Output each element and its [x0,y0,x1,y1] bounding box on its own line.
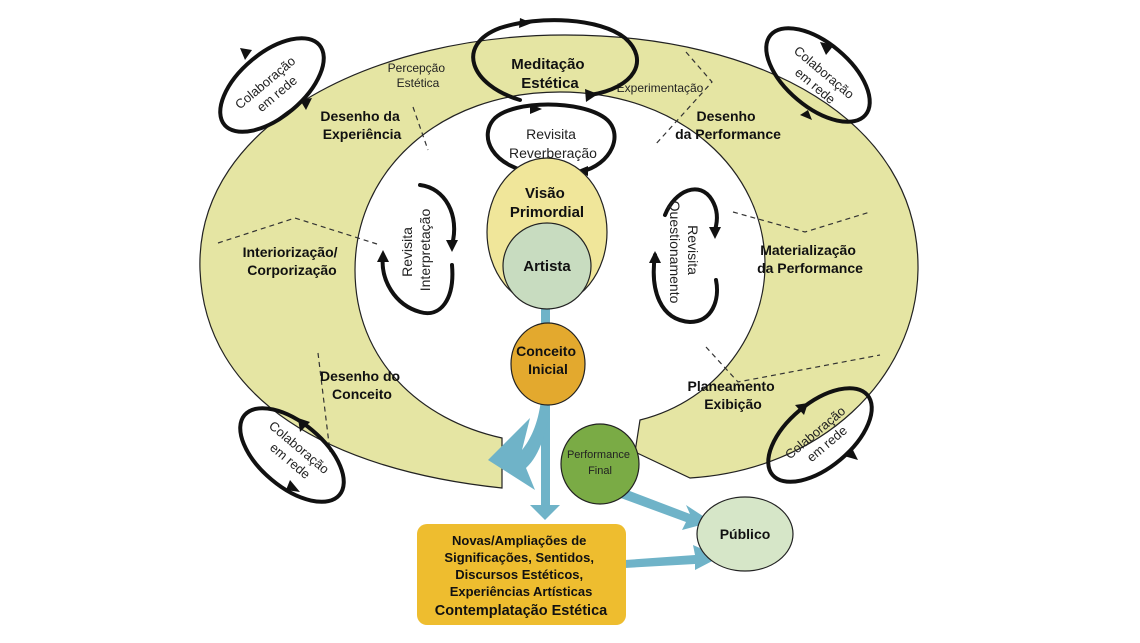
arrowhead-icon [709,227,721,239]
boundary-right-low [705,346,881,383]
label-planeamento: Planeamento Exibição [687,378,778,412]
loop-label: Revisita Interpretação [399,209,433,292]
arrowhead-icon [649,251,661,263]
flow-arrow-conceito-down [530,400,560,520]
boundary-experimentacao [654,51,713,146]
node-label: Performance Final [567,449,633,477]
flow-arrow-return-left [488,400,550,490]
loop-label: Revisita Reverberação [509,126,597,161]
arrowhead-icon [800,110,812,120]
node-label: Artista [523,258,571,275]
node-publico: Público [696,496,794,572]
arrowhead-icon [300,98,312,110]
boundary-right-mid [732,211,871,233]
node-conceito-inicial: Conceito Inicial [510,322,586,406]
arrowhead-icon [298,418,310,432]
label-desenho-performance: Desenho da Performance [675,108,781,142]
loop-meditacao-estetica: Meditação Estética [471,18,639,102]
loop-revisita-reverberacao: Revisita Reverberação [485,102,617,176]
node-artista: Artista [502,222,592,310]
node-label: Visão Primordial [510,185,584,221]
arrowhead-icon [795,403,808,415]
arrowhead-icon [519,18,532,28]
flow-arrows [488,305,720,570]
arrowhead-icon [585,89,598,102]
label-desenho-experiencia: Desenho da Experiência [320,108,403,142]
arrowhead-icon [446,240,458,252]
loop-label: Meditação Estética [511,56,589,92]
flow-arrow-artista-conceito [541,305,550,330]
flow-arrow-result-publico [625,545,720,570]
loop-revisita-interpretacao: Revisita Interpretação [377,183,458,316]
result-title: Contemplatação Estética [435,603,608,619]
process-ring [199,34,919,489]
label-materializacao: Materialização da Performance [757,242,863,276]
node-performance-final: Performance Final [560,423,640,505]
boundary-left-mid [217,217,378,245]
result-box-contemplacao: Novas/Ampliações de Significações, Senti… [417,524,626,625]
label-experimentacao: Experimentação [617,81,704,95]
arrowhead-icon [286,480,300,492]
boundary-left-low [317,352,331,453]
arrowhead-icon [377,250,389,262]
label-desenho-conceito: Desenho do Conceito [320,368,404,402]
node-label: Público [720,526,771,542]
loop-label: Revisita Questionamento [667,201,701,304]
label-interiorizacao: Interiorização/ Corporização [243,244,342,278]
node-label: Conceito Inicial [516,343,580,377]
loop-revisita-questionamento: Revisita Questionamento [649,187,721,325]
flow-arrow-performance-publico [618,488,712,530]
arrowhead-icon [240,48,252,60]
boundary-percepcao [412,106,429,151]
arrowhead-icon [530,104,542,114]
arrowhead-icon [820,42,834,55]
arrowhead-icon [844,448,858,460]
label-percepcao-estetica: Percepção Estética [388,61,449,90]
result-text: Novas/Ampliações de Significações, Senti… [444,533,597,599]
